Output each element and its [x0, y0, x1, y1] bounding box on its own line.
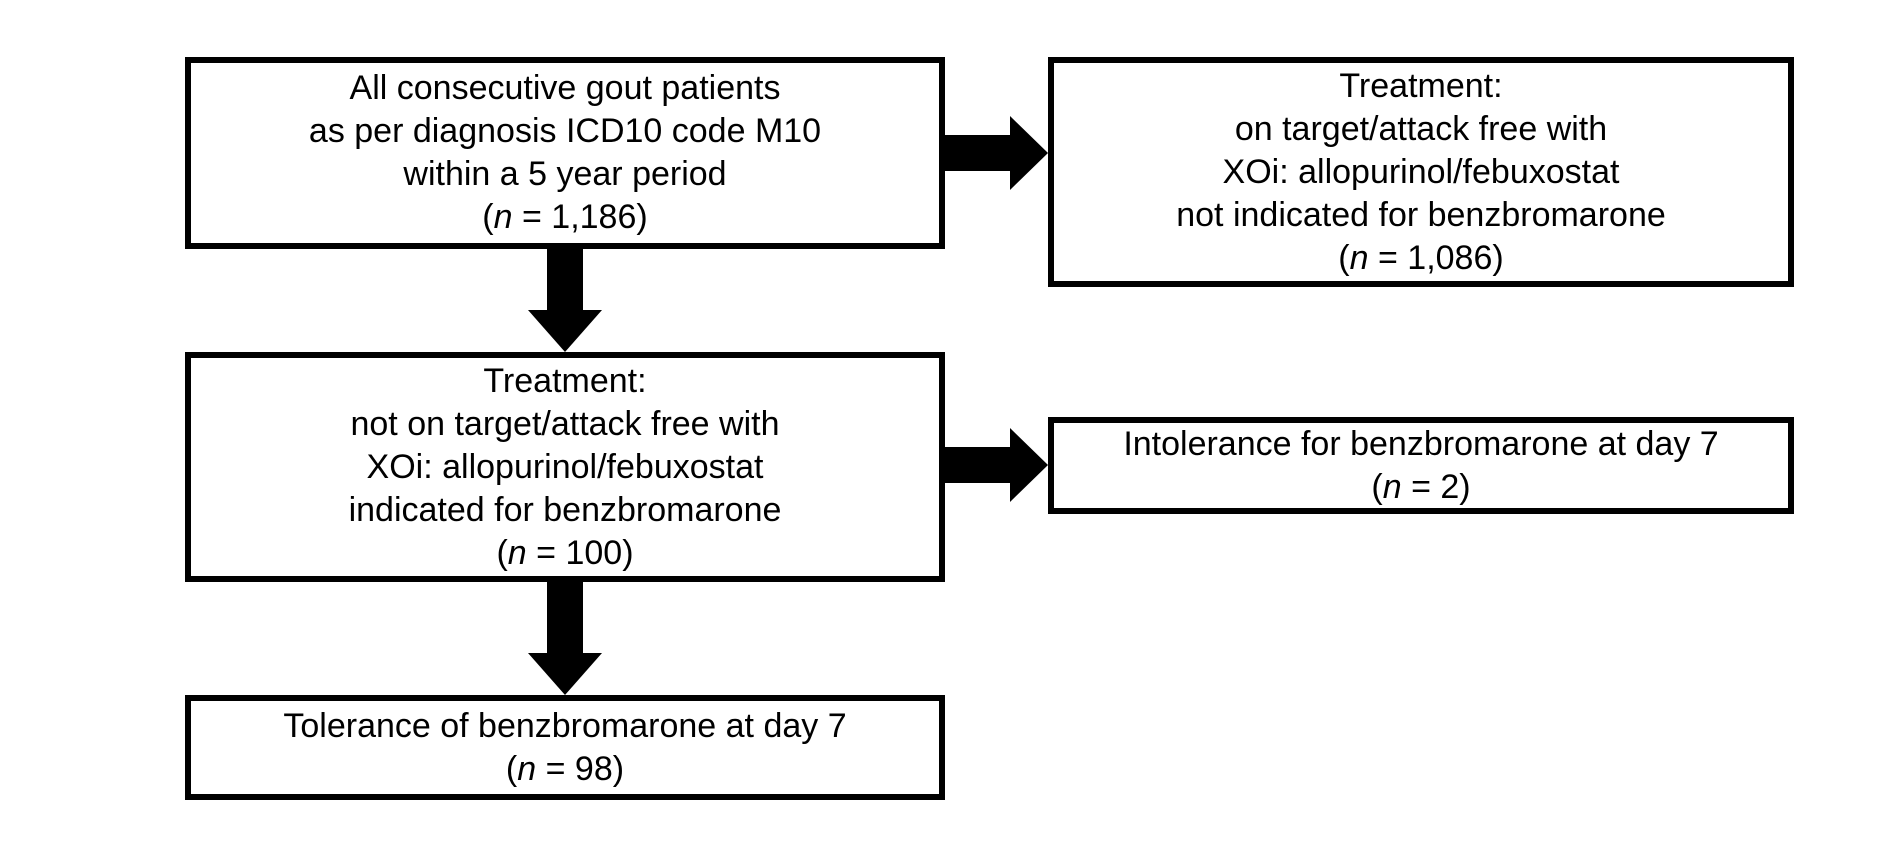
- box-text-line: indicated for benzbromarone: [348, 490, 782, 529]
- count-open: (: [496, 533, 508, 572]
- count-value: = 100): [526, 533, 634, 572]
- count-value: = 98): [536, 749, 625, 788]
- sample-size: (n = 1,086): [1054, 237, 1788, 280]
- count-open: (: [482, 198, 494, 236]
- box-text-line: XOi: allopurinol/febuxostat: [366, 447, 764, 486]
- count-open: (: [1338, 238, 1350, 277]
- box-text-line: not indicated for benzbromarone: [1176, 195, 1666, 234]
- box-text-line: on target/attack free with: [1234, 109, 1608, 148]
- box-text-line: Tolerance of benzbromarone at day 7: [283, 706, 847, 745]
- count-variable: n: [517, 749, 537, 788]
- count-value: = 1,186): [512, 198, 648, 236]
- arrow-head: [528, 653, 602, 695]
- arrow-shaft: [945, 447, 1011, 483]
- arrow-right-icon: [945, 428, 1048, 502]
- arrow-down-icon: [528, 248, 602, 352]
- box-text-line: All consecutive gout patients: [349, 69, 781, 107]
- box-text-line: within a 5 year period: [403, 155, 727, 193]
- box-text-line: as per diagnosis ICD10 code M10: [308, 112, 822, 150]
- box-text-line: Treatment:: [1339, 66, 1503, 105]
- arrow-down-icon: [528, 582, 602, 695]
- box-tolerance-day-7: Tolerance of benzbromarone at day 7 (n =…: [185, 695, 945, 800]
- arrow-shaft: [547, 582, 583, 654]
- count-value: = 2): [1401, 467, 1471, 506]
- box-all-gout-patients: All consecutive gout patients as per dia…: [185, 57, 945, 249]
- arrow-shaft: [945, 135, 1011, 171]
- sample-size: (n = 1,186): [191, 196, 939, 239]
- arrow-shaft: [547, 248, 583, 311]
- box-text-line: Treatment:: [483, 361, 647, 400]
- count-variable: n: [507, 533, 527, 572]
- arrow-right-icon: [945, 116, 1048, 190]
- count-variable: n: [493, 198, 513, 236]
- count-value: = 1,086): [1368, 238, 1504, 277]
- arrow-head: [528, 310, 602, 352]
- count-variable: n: [1349, 238, 1369, 277]
- sample-size: (n = 98): [191, 748, 939, 791]
- arrow-head: [1010, 116, 1048, 190]
- box-text-line: XOi: allopurinol/febuxostat: [1222, 152, 1620, 191]
- count-variable: n: [1382, 467, 1402, 506]
- count-open: (: [1371, 467, 1383, 506]
- arrow-head: [1010, 428, 1048, 502]
- count-open: (: [505, 749, 518, 788]
- box-text-line: Intolerance for benzbromarone at day 7: [1123, 424, 1719, 463]
- box-treatment-indicated: Treatment: not on target/attack free wit…: [185, 352, 945, 582]
- sample-size: (n = 100): [191, 532, 939, 575]
- box-text-line: not on target/attack free with: [350, 404, 780, 443]
- box-intolerance-day-7: Intolerance for benzbromarone at day 7 (…: [1048, 417, 1794, 514]
- box-treatment-not-indicated: Treatment: on target/attack free with XO…: [1048, 57, 1794, 287]
- sample-size: (n = 2): [1054, 466, 1788, 509]
